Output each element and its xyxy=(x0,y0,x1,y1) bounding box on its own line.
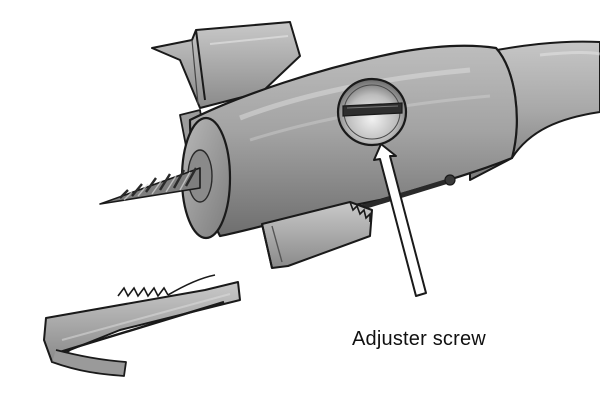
callout-arrow xyxy=(373,143,427,297)
attached-cutter xyxy=(261,201,373,269)
adjuster-screw xyxy=(336,77,408,147)
adjuster-screw-label: Adjuster screw xyxy=(352,328,486,350)
lead-screw-tip xyxy=(99,167,201,205)
top-blade xyxy=(151,21,301,109)
detached-cutter-blade xyxy=(43,274,241,377)
